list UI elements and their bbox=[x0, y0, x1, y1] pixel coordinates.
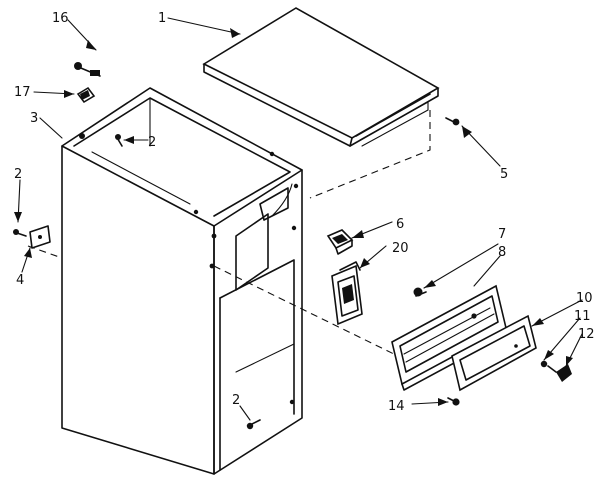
callout-17: 17 bbox=[14, 85, 31, 100]
callout-8: 8 bbox=[498, 245, 506, 260]
clip bbox=[76, 86, 96, 104]
window-plate bbox=[451, 314, 537, 392]
control-fastener bbox=[413, 287, 427, 297]
callout-5: 5 bbox=[500, 167, 508, 182]
callout-3: 3 bbox=[30, 111, 38, 126]
callout-11: 11 bbox=[574, 309, 591, 324]
callout-12: 12 bbox=[578, 327, 595, 342]
callout-2-top: 2 bbox=[148, 135, 156, 150]
control-knob bbox=[540, 360, 572, 382]
callout-labels: 1 2 2 2 3 4 5 6 7 8 10 11 12 14 16 17 20 bbox=[14, 11, 595, 414]
callout-1: 1 bbox=[158, 11, 166, 26]
panel-alignment-line bbox=[309, 110, 431, 199]
callout-20: 20 bbox=[392, 241, 409, 256]
screw-top bbox=[115, 134, 123, 147]
knob-assembly bbox=[74, 62, 101, 77]
switch-housing bbox=[331, 261, 363, 326]
callout-4: 4 bbox=[16, 273, 24, 288]
callout-2-bottom: 2 bbox=[232, 393, 240, 408]
callout-2-left: 2 bbox=[14, 167, 22, 182]
cabinet bbox=[61, 87, 303, 475]
control-alignment-line bbox=[213, 265, 399, 357]
callout-14: 14 bbox=[388, 399, 405, 414]
screw-14 bbox=[447, 397, 460, 406]
callout-10: 10 bbox=[576, 291, 593, 306]
callout-6: 6 bbox=[396, 217, 404, 232]
screw-left bbox=[13, 229, 27, 237]
leader-arrowheads bbox=[14, 28, 573, 406]
top-panel bbox=[202, 7, 440, 147]
side-bracket bbox=[29, 225, 51, 249]
callout-16: 16 bbox=[52, 11, 69, 26]
latch-bracket bbox=[326, 229, 354, 255]
callout-7: 7 bbox=[498, 227, 506, 242]
screw-bottom bbox=[246, 419, 261, 430]
screw-5 bbox=[445, 117, 460, 126]
